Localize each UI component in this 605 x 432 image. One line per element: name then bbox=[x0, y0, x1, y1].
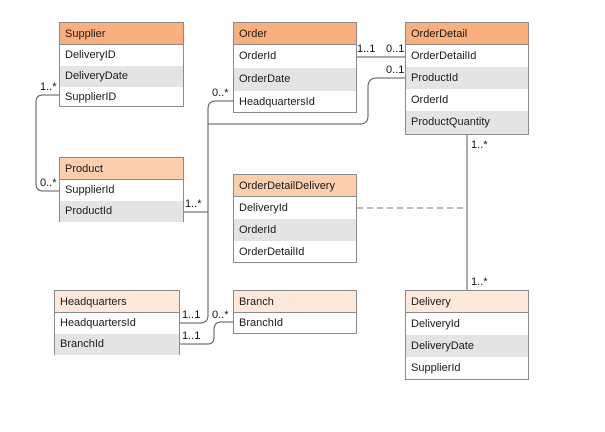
field-row: ProductQuantity bbox=[406, 111, 528, 134]
entity-headquarters-title: Headquarters bbox=[55, 291, 179, 313]
field-row: OrderId bbox=[234, 219, 356, 241]
field-row: DeliveryDate bbox=[406, 335, 528, 357]
entity-branch-title: Branch bbox=[234, 291, 356, 313]
field-row: BranchId bbox=[55, 334, 179, 355]
entity-orderdetail-title: OrderDetail bbox=[406, 23, 528, 45]
cardinality-label: 1..* bbox=[185, 198, 202, 210]
entity-headquarters[interactable]: Headquarters HeadquartersId BranchId bbox=[54, 290, 180, 355]
field-row: DeliveryID bbox=[65, 49, 116, 61]
cardinality-label: 0..1 bbox=[386, 43, 405, 55]
cardinality-label: 1..1 bbox=[182, 330, 201, 342]
entity-product-title: Product bbox=[60, 158, 183, 180]
cardinality-label: 0..* bbox=[212, 309, 229, 321]
link-supplier-product bbox=[35, 94, 60, 192]
cardinality-label: 1..* bbox=[40, 81, 57, 93]
entity-product[interactable]: Product SupplierId ProductId bbox=[59, 157, 184, 222]
entity-supplier-title: Supplier bbox=[60, 23, 183, 45]
entity-delivery-title: Delivery bbox=[406, 291, 528, 313]
field-row: HeadquartersId bbox=[60, 317, 136, 329]
entity-orderdetaildelivery-title: OrderDetailDelivery bbox=[234, 175, 356, 197]
entity-supplier[interactable]: Supplier DeliveryID DeliveryDate Supplie… bbox=[59, 22, 184, 107]
entity-orderdetaildelivery[interactable]: OrderDetailDelivery DeliveryId OrderId O… bbox=[233, 174, 357, 263]
field-row: OrderId bbox=[411, 94, 449, 106]
field-row: BranchId bbox=[239, 317, 284, 329]
field-row: HeadquartersId bbox=[239, 96, 315, 108]
field-row: SupplierId bbox=[65, 184, 115, 196]
field-row: SupplierID bbox=[65, 91, 117, 103]
link-order-headquarters bbox=[180, 100, 233, 324]
link-headquarters-branch bbox=[180, 321, 233, 345]
cardinality-label: 0..1 bbox=[386, 64, 405, 76]
field-row: DeliveryId bbox=[411, 318, 460, 330]
entity-delivery[interactable]: Delivery DeliveryId DeliveryDate Supplie… bbox=[405, 290, 529, 380]
link-orderdetail-product bbox=[208, 77, 405, 125]
field-row: OrderId bbox=[239, 50, 277, 62]
cardinality-label: 1..1 bbox=[182, 309, 201, 321]
cardinality-label: 1..* bbox=[471, 139, 488, 151]
field-row: OrderDetailId bbox=[411, 50, 477, 62]
entity-orderdetail[interactable]: OrderDetail OrderDetailId ProductId Orde… bbox=[405, 22, 529, 135]
field-row: SupplierId bbox=[411, 362, 461, 374]
field-row: ProductId bbox=[60, 201, 183, 222]
field-row: OrderDate bbox=[234, 68, 356, 91]
field-row: ProductId bbox=[406, 67, 528, 89]
cardinality-label: 1..* bbox=[471, 276, 488, 288]
cardinality-label: 1..1 bbox=[357, 43, 376, 55]
entity-branch[interactable]: Branch BranchId bbox=[233, 290, 357, 334]
field-row: DeliveryId bbox=[239, 202, 288, 214]
cardinality-label: 0..* bbox=[212, 87, 229, 99]
entity-order[interactable]: Order OrderId OrderDate HeadquartersId bbox=[233, 22, 357, 113]
cardinality-label: 0..* bbox=[40, 177, 57, 189]
field-row: OrderDetailId bbox=[239, 246, 305, 258]
entity-order-title: Order bbox=[234, 23, 356, 45]
field-row: DeliveryDate bbox=[60, 66, 183, 87]
